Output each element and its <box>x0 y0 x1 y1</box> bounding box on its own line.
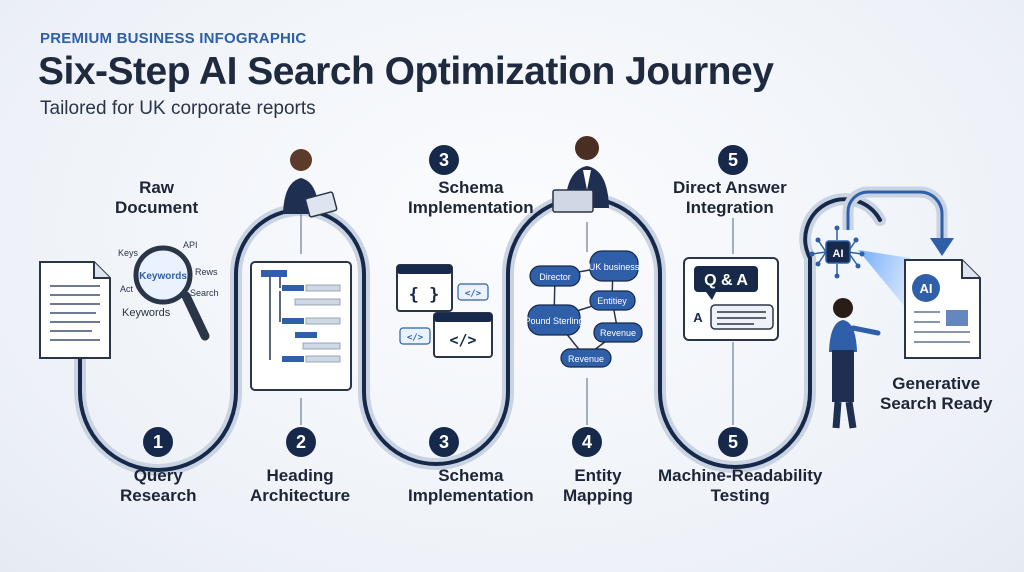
journey-line <box>78 196 882 472</box>
raw-document-icon <box>39 261 111 359</box>
ai-hub-label: AI <box>833 248 844 260</box>
entity-node: UK business <box>589 262 640 272</box>
arrow-head-icon <box>930 238 954 256</box>
entity-nodes <box>527 250 643 368</box>
step-number-2: 2 <box>286 427 316 457</box>
keyword-word: Search <box>190 288 219 298</box>
qa-card-icon <box>683 257 779 341</box>
person-with-laptop-icon <box>552 136 609 213</box>
qa-answer-letter: A <box>693 310 703 325</box>
code-tag: </> <box>449 331 476 349</box>
entity-node: Entitiey <box>597 296 627 306</box>
ai-arrow-line <box>846 190 944 238</box>
page-subtitle: Tailored for UK corporate reports <box>40 98 316 119</box>
eyebrow-label: PREMIUM BUSINESS INFOGRAPHIC <box>40 30 307 47</box>
code-window-icon <box>396 264 453 312</box>
keyword-word: Keywords <box>122 307 171 319</box>
keyword-word: API <box>183 240 198 250</box>
keyword-word: Keys <box>118 248 139 258</box>
magnifier-icon <box>133 245 210 341</box>
document-ai-label: AI <box>920 281 933 296</box>
entity-node: Director <box>539 272 571 282</box>
page-title: Six-Step AI Search Optimization Journey <box>38 50 774 93</box>
step-number-1: 1 <box>143 427 173 457</box>
entity-node: Pound Sterling <box>524 316 583 326</box>
keyword-word: Act <box>120 284 134 294</box>
keyword-word: Rews <box>195 267 218 277</box>
qa-question: Q & A <box>704 272 748 289</box>
step-number-3: 3 <box>429 427 459 457</box>
step-number-5: 5 <box>718 427 748 457</box>
heading-architecture-icon <box>250 261 352 391</box>
person-pointing-icon <box>829 298 881 429</box>
code-tag-small: </> <box>465 289 482 299</box>
entity-node: Revenue <box>600 328 636 338</box>
step-number-4: 4 <box>572 427 602 457</box>
step-number-top-5: 5 <box>718 145 748 175</box>
code-braces: { } <box>409 285 440 305</box>
ai-chip-icon <box>809 225 865 279</box>
keyword-center: Keywords <box>139 271 187 282</box>
person-with-tablet-icon <box>283 149 338 218</box>
code-window-icon <box>433 312 493 358</box>
code-tag-small: </> <box>407 333 424 343</box>
step-number-top-3: 3 <box>429 145 459 175</box>
entity-node: Revenue <box>568 354 604 364</box>
generative-document-icon <box>904 259 981 359</box>
